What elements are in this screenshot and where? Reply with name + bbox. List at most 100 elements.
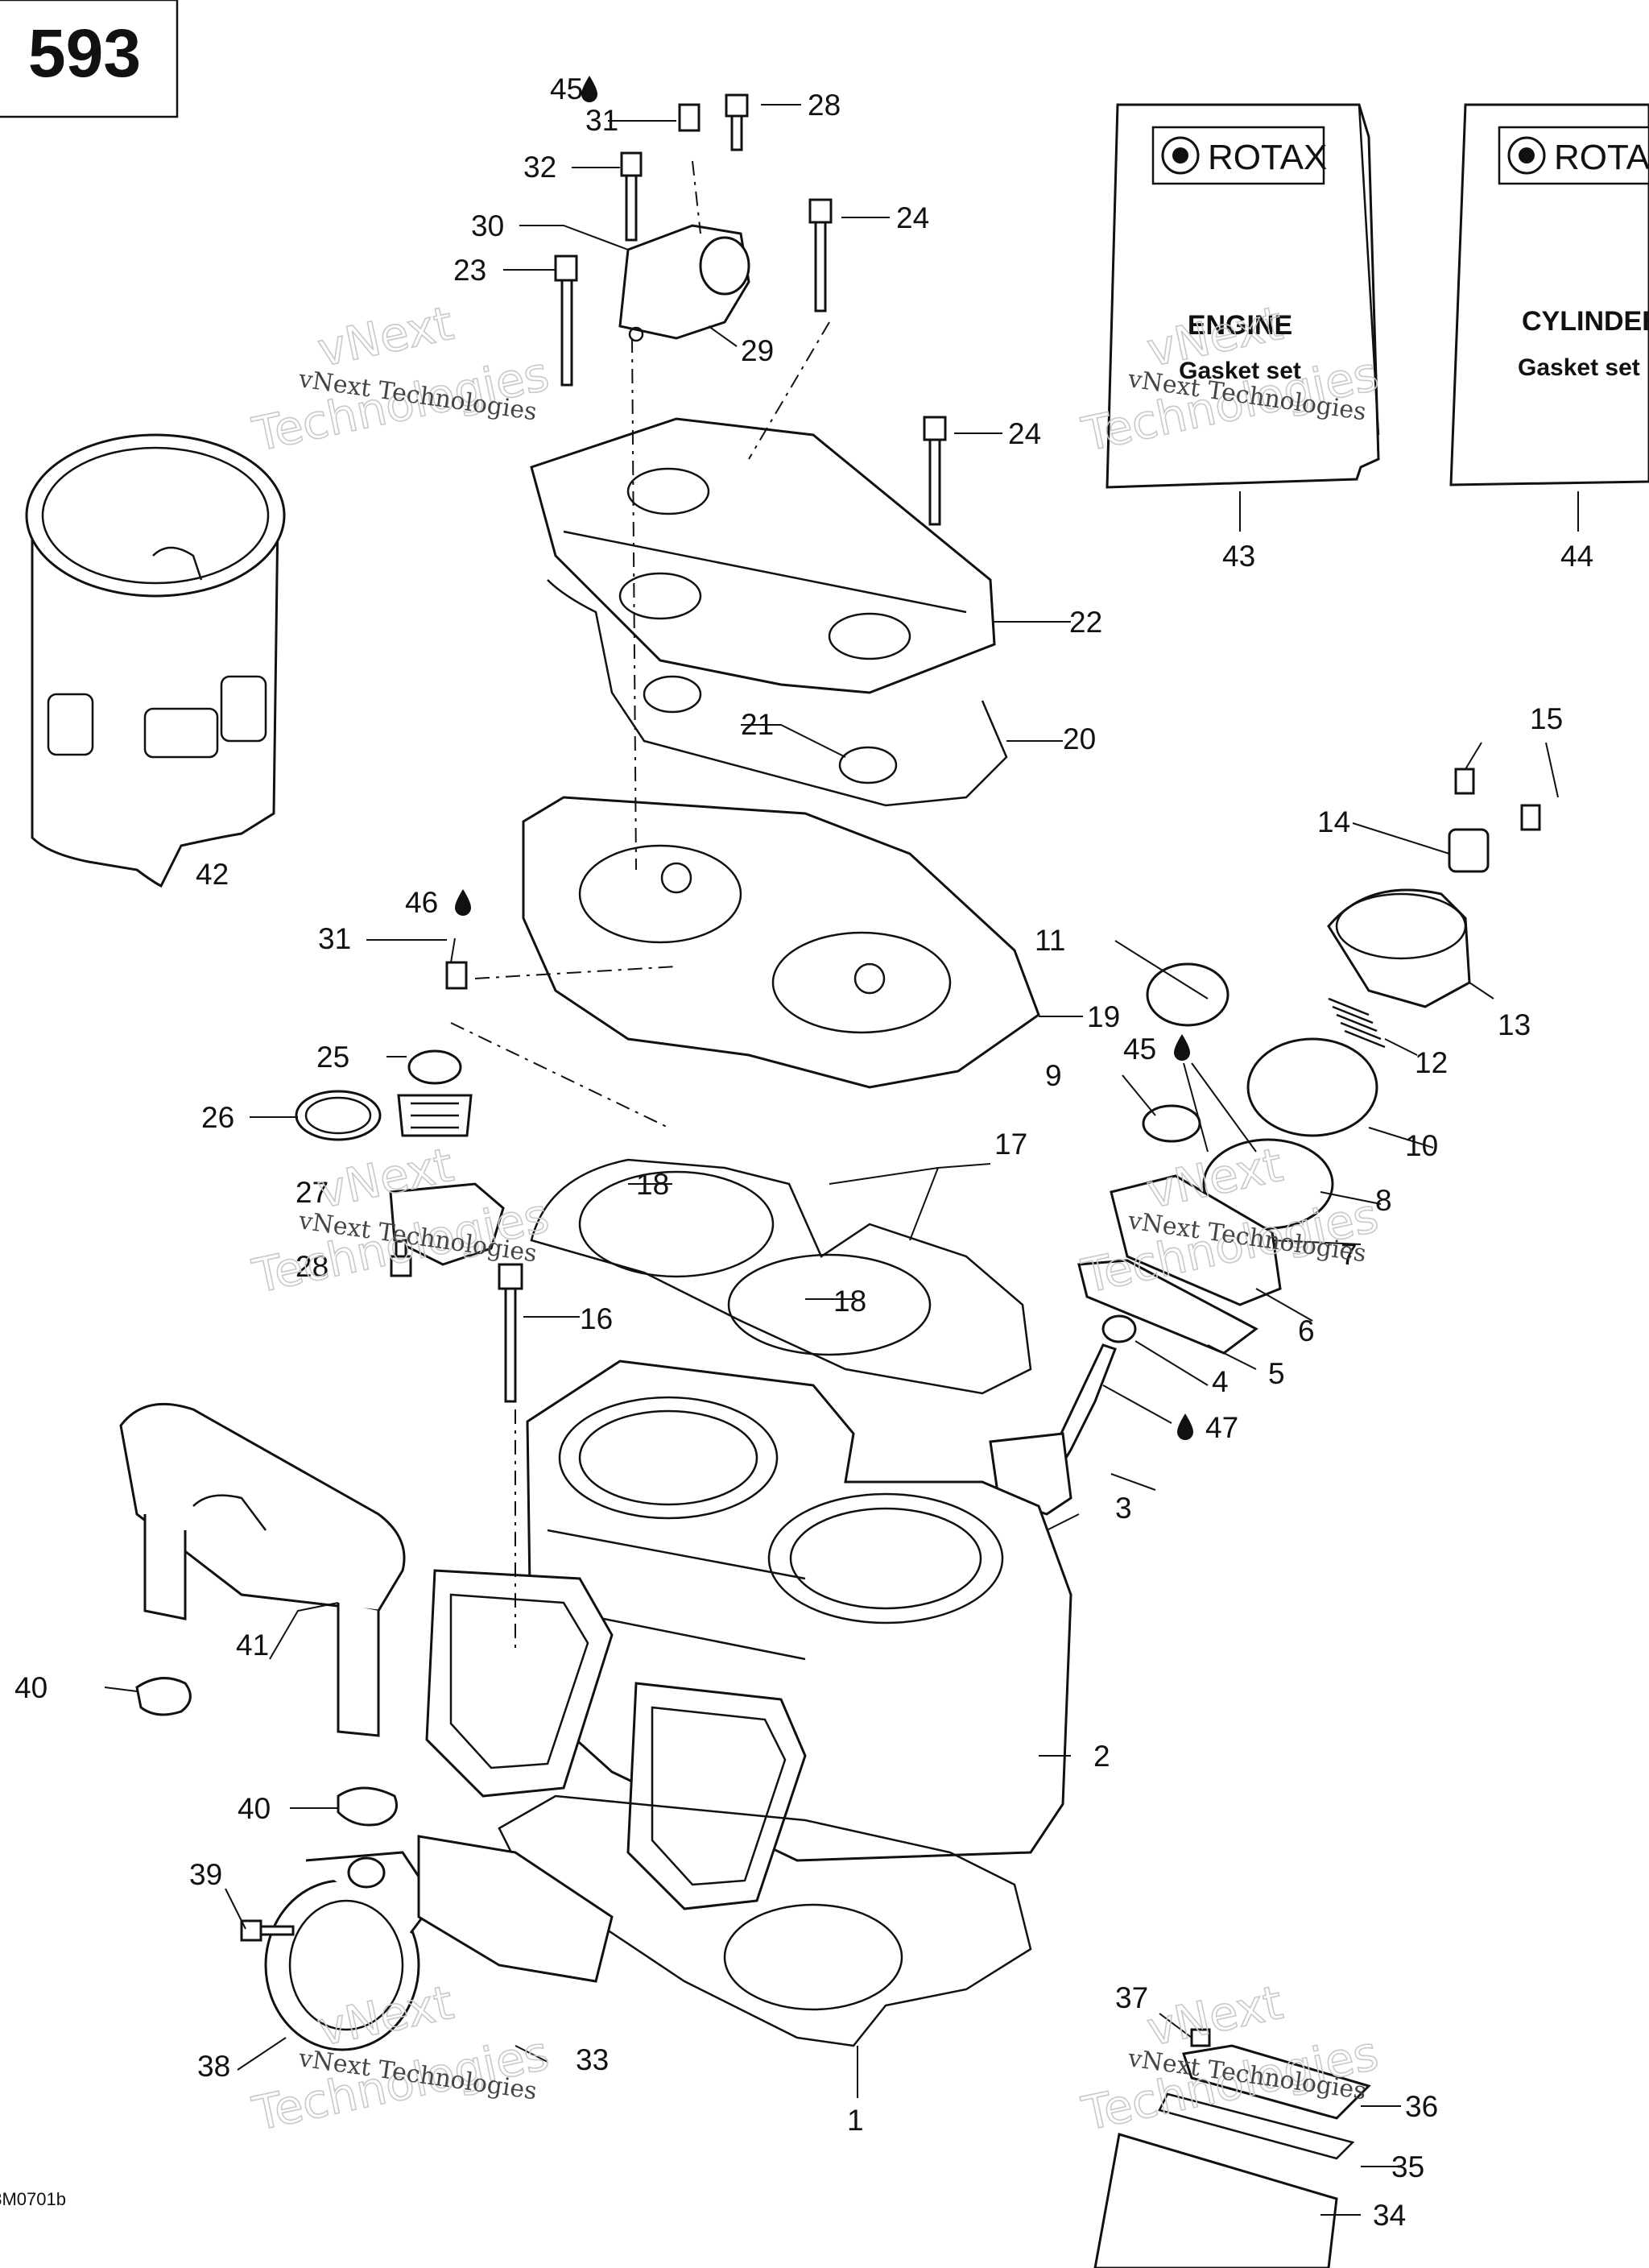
callout-40: 40 <box>14 1671 48 1704</box>
intake-flange <box>626 1682 807 1910</box>
page-number: 593 <box>28 15 141 91</box>
o-ring <box>295 1090 382 1141</box>
bolt <box>620 151 643 242</box>
booklet-title: ENGINE <box>1188 310 1292 341</box>
o-ring <box>304 1096 372 1135</box>
base-bore <box>723 1903 903 2011</box>
callout-41: 41 <box>236 1629 269 1662</box>
callout-21: 21 <box>741 708 774 741</box>
callout-31: 31 <box>585 104 618 137</box>
exhaust-manifold <box>119 1402 406 1737</box>
o-ring <box>838 746 898 784</box>
callout-42: 42 <box>196 858 229 891</box>
bolt <box>554 255 578 387</box>
callout-24: 24 <box>1008 417 1041 450</box>
callout-37: 37 <box>1115 1981 1148 2014</box>
callout-27: 27 <box>295 1176 329 1209</box>
callout-19: 19 <box>1087 1000 1120 1033</box>
cylinder-head <box>522 796 1040 1089</box>
callout-17: 17 <box>994 1128 1027 1161</box>
callout-23: 23 <box>453 254 486 287</box>
callout-30: 30 <box>471 209 504 242</box>
callout-45: 45 <box>1123 1033 1156 1066</box>
rave-valve-blade <box>989 1343 1117 1516</box>
callout-1: 1 <box>847 2104 864 2137</box>
booklet-cylinder-gasket-set: ROTAX CYLINDER Gasket set <box>1449 103 1649 486</box>
thermostat-cover <box>389 1182 505 1266</box>
head-gasket-outline <box>547 579 1008 807</box>
callout-33: 33 <box>576 2043 609 2076</box>
cylinder-block <box>526 1360 1072 1862</box>
ring <box>1146 962 1230 1027</box>
callouts: 45 31 28 32 30 24 23 29 24 22 21 20 42 1… <box>14 72 1593 2232</box>
callout-18: 18 <box>833 1285 866 1318</box>
callout-5: 5 <box>1268 1357 1285 1390</box>
assembly-line <box>450 1022 669 1128</box>
valve-housing <box>1110 1174 1282 1306</box>
rotax-logo-icon <box>1161 136 1200 175</box>
callout-38: 38 <box>197 2050 230 2083</box>
callout-10: 10 <box>1405 1129 1438 1162</box>
callout-16: 16 <box>580 1302 613 1335</box>
booklet-brand: ROTAX <box>1554 138 1649 177</box>
callout-25: 25 <box>316 1041 349 1074</box>
leader-lines <box>104 104 1579 2216</box>
clamp <box>135 1677 192 1716</box>
combustion-ring <box>578 1170 775 1278</box>
rave-valve-cover <box>1327 888 1471 1008</box>
callout-4: 4 <box>1212 1365 1229 1398</box>
reed-petal <box>1158 2092 1355 2160</box>
combustion-ring <box>727 1253 932 1356</box>
callout-11: 11 <box>1035 924 1065 957</box>
diaphragm <box>1246 1037 1378 1137</box>
callout-44: 44 <box>1560 540 1593 573</box>
bolt <box>725 93 749 151</box>
cap <box>1448 828 1490 873</box>
reed-valve-block <box>417 1835 614 1983</box>
callout-28: 28 <box>295 1250 329 1283</box>
plug <box>445 961 468 990</box>
callout-47: 47 <box>1205 1411 1238 1444</box>
callout-31: 31 <box>318 922 351 955</box>
callout-24: 24 <box>896 201 929 234</box>
callout-8: 8 <box>1375 1184 1392 1217</box>
callout-12: 12 <box>1415 1046 1448 1079</box>
callout-46: 46 <box>405 886 438 919</box>
callout-14: 14 <box>1317 805 1350 838</box>
bolt <box>808 198 833 312</box>
oil-drop-icon <box>1174 1034 1190 1061</box>
bolt <box>1520 804 1541 831</box>
callout-32: 32 <box>523 151 556 184</box>
plug <box>678 103 701 132</box>
watermark: vNext Technologies vNext Technologies <box>247 295 554 463</box>
piston-disc <box>1202 1138 1334 1230</box>
callout-20: 20 <box>1063 722 1096 755</box>
callout-3: 3 <box>1115 1492 1132 1525</box>
callout-22: 22 <box>1069 606 1102 639</box>
booklet-subtitle: Gasket set <box>1518 354 1640 381</box>
gasket <box>1077 1259 1258 1355</box>
callout-40: 40 <box>238 1792 271 1825</box>
page-number-box: 593 <box>0 0 179 118</box>
callout-45: 45 <box>550 72 583 106</box>
intake-flange <box>425 1569 614 1798</box>
thermostat <box>397 1049 473 1137</box>
reed-stopper <box>1182 2044 1371 2120</box>
bolt <box>240 1919 295 1942</box>
booklet-subtitle: Gasket set <box>1179 358 1301 384</box>
assembly-line <box>692 160 701 234</box>
assembly-line <box>748 321 830 460</box>
rotax-logo-icon <box>1507 136 1546 175</box>
callout-6: 6 <box>1298 1314 1315 1347</box>
bolt <box>1454 768 1475 795</box>
oil-drop-icon <box>455 889 471 916</box>
reed-cage <box>1093 2133 1338 2268</box>
callout-7: 7 <box>1341 1238 1358 1271</box>
assembly-line <box>474 966 677 979</box>
cylinder-head-gasket <box>530 1158 1032 1395</box>
callout-43: 43 <box>1222 540 1255 573</box>
callout-2: 2 <box>1093 1740 1110 1773</box>
callout-34: 34 <box>1373 2199 1406 2232</box>
assembly-line <box>631 337 637 871</box>
